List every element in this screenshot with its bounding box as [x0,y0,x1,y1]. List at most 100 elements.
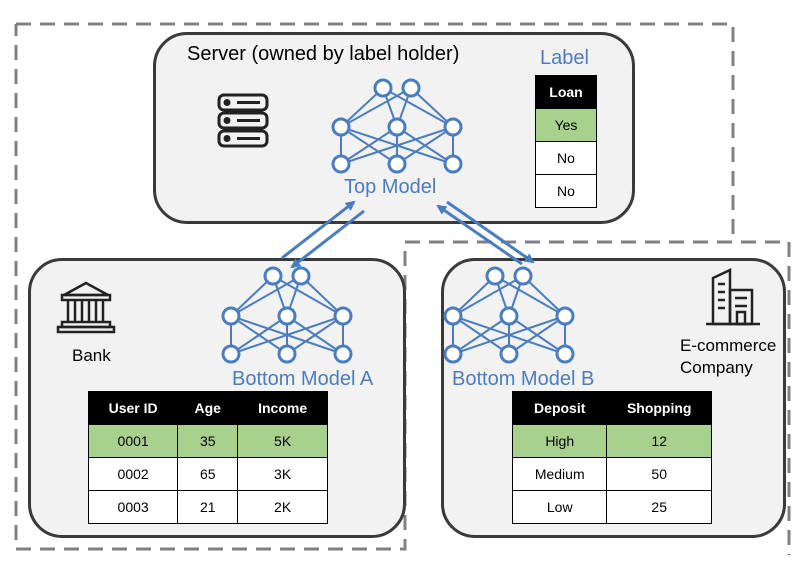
network-edge [508,315,566,355]
ecommerce-table: Deposit Shopping High 12 Medium 50 Low 2… [511,391,712,524]
table-row: 0003 21 2K [87,490,328,524]
table-cell: Yes [535,108,597,142]
table-header-row: User ID Age Income [87,391,328,425]
table-cell: 3K [237,457,328,491]
bottom-model-b-label: Bottom Model B [452,368,595,390]
arrow-bank-to-server [281,200,356,260]
table-row: Low 25 [511,490,712,524]
table-cell: 21 [177,490,239,524]
table-cell: 5K [237,424,328,458]
table-row: No [535,141,597,175]
table-row: 0001 35 5K [87,424,328,458]
column-header: Income [237,391,328,425]
network-node [513,266,533,286]
network-edge [452,275,496,317]
network-node [263,266,283,286]
network-node [277,344,297,364]
table-cell: 0003 [87,490,179,524]
table-cell: Low [511,490,608,524]
network-node [443,306,463,326]
arrow-ecommerce-to-server [436,204,523,266]
column-header: Age [177,391,239,425]
top-model-network-icon [331,78,463,174]
network-node [221,344,241,364]
table-cell: 12 [606,424,712,458]
column-header: Shopping [606,391,712,425]
network-edge [272,275,344,317]
network-edge [340,126,454,165]
network-edge [396,126,454,165]
table-cell: No [535,141,597,175]
table-cell: 65 [177,457,239,491]
network-edge [286,315,344,355]
column-header: User ID [87,391,179,425]
ecommerce-name-line1: E-commerce [680,336,777,355]
table-row: No [535,174,597,208]
network-node [331,154,351,174]
table-row: Yes [535,108,597,142]
network-edge [230,315,344,355]
network-node [373,78,393,98]
network-edge [230,275,274,317]
network-edge [230,275,302,317]
bottom-model-a-network-icon [221,266,353,364]
network-node [333,344,353,364]
network-node [555,344,575,364]
network-node [333,306,353,326]
building-icon [706,268,760,326]
server-icon [217,93,269,148]
bank-table: User ID Age Income 0001 35 5K 0002 65 3K… [87,391,328,524]
table-row: High 12 [511,424,712,458]
network-node [443,344,463,364]
server-title: Server (owned by label holder) [187,43,460,65]
network-edge [452,275,524,317]
bank-name: Bank [72,346,111,365]
arrow-server-to-bank [290,209,365,269]
network-edge [340,87,412,128]
network-node [443,154,463,174]
label-title: Label [540,47,589,69]
network-node [291,266,311,286]
table-row: Medium 50 [511,457,712,491]
network-node [387,154,407,174]
bottom-model-b-network-icon [443,266,575,364]
table-header-row: Deposit Shopping [511,391,712,425]
bank-icon [56,281,116,334]
table-cell: 0002 [87,457,179,491]
network-node [485,266,505,286]
network-node [555,306,575,326]
network-node [221,306,241,326]
table-cell: 0001 [87,424,179,458]
table-row: 0002 65 3K [87,457,328,491]
network-edge [522,275,566,317]
table-cell: 2K [237,490,328,524]
table-cell: Medium [511,457,608,491]
arrows [281,200,535,269]
network-edge [230,315,288,355]
ecommerce-name-line2: Company [680,358,753,377]
label-table-header: Loan [535,75,597,109]
table-cell: No [535,174,597,208]
network-node [499,306,519,326]
top-model-label: Top Model [344,176,437,198]
network-node [499,344,519,364]
column-header: Deposit [511,391,608,425]
network-node [443,117,463,137]
network-node [277,306,297,326]
network-edge [410,87,454,128]
network-edge [382,87,454,128]
network-node [387,117,407,137]
table-cell: 25 [606,490,712,524]
network-edge [452,315,566,355]
network-node [331,117,351,137]
network-edge [300,275,344,317]
label-table: Loan Yes No No [535,75,597,208]
table-cell: 35 [177,424,239,458]
network-edge [494,275,566,317]
table-cell: 50 [606,457,712,491]
network-edge [340,87,384,128]
network-node [401,78,421,98]
bottom-model-a-label: Bottom Model A [232,368,374,390]
